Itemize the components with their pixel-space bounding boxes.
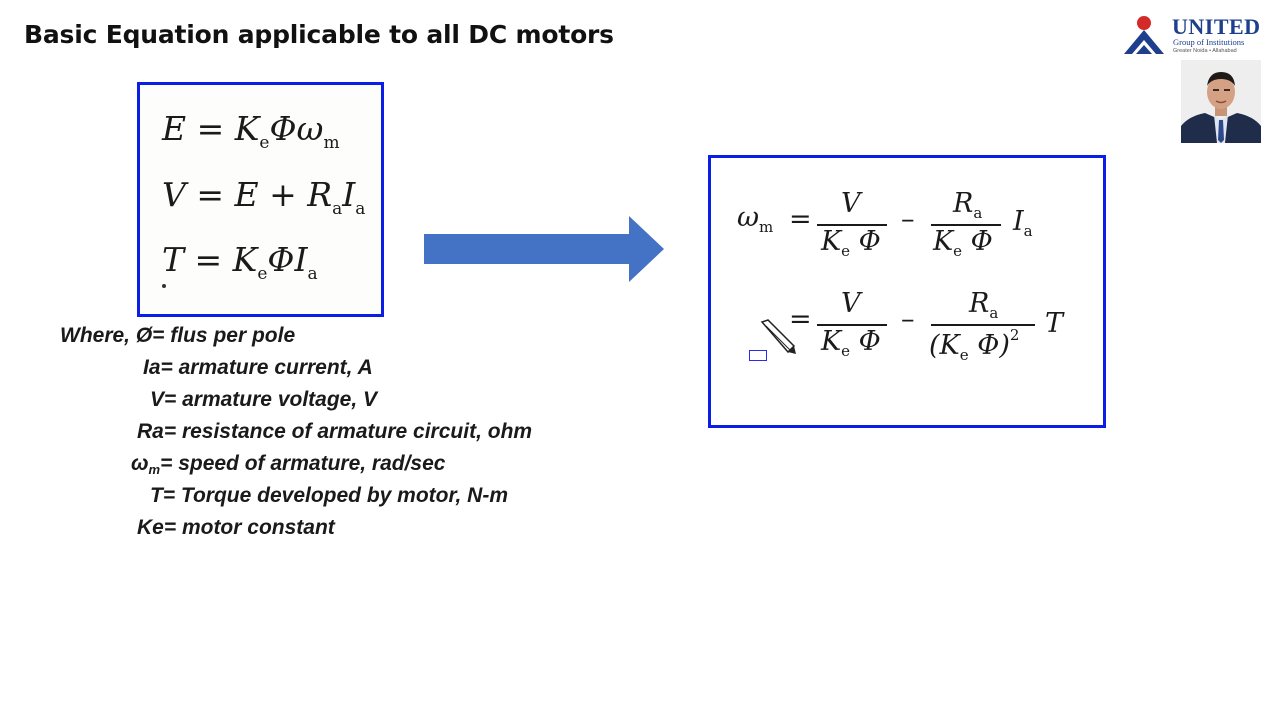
- numerator-ra: Ra: [969, 288, 999, 322]
- def-armature-current: Ia= armature current, A: [143, 356, 373, 379]
- def-armature-voltage: V= armature voltage, V: [150, 388, 378, 411]
- speed-equations-box: ωm = V Ke Φ – Ra Ke Φ Ia = V Ke Φ – Ra (…: [708, 155, 1106, 428]
- equals-sign: =: [789, 204, 812, 235]
- logo-subtitle: Group of Institutions: [1173, 37, 1245, 47]
- stray-dot: [162, 284, 166, 288]
- torque-t: T: [1045, 308, 1064, 339]
- minus-sign: –: [901, 304, 915, 335]
- current-ia: Ia: [1013, 206, 1033, 240]
- presenter-video: [1181, 60, 1261, 143]
- numerator-ra: Ra: [953, 188, 983, 222]
- equals-sign: =: [789, 304, 812, 335]
- slide-title: Basic Equation applicable to all DC moto…: [24, 20, 614, 49]
- minus-sign: –: [901, 204, 915, 235]
- denominator-ke-phi: Ke Φ: [821, 326, 881, 360]
- def-speed: ωm= speed of armature, rad/sec: [131, 452, 446, 477]
- def-torque: T= Torque developed by motor, N-m: [150, 484, 509, 507]
- def-motor-constant: Ke= motor constant: [137, 516, 335, 539]
- def-flux: Where, Ø= flus per pole: [60, 324, 296, 347]
- fraction-bar: [931, 324, 1035, 326]
- denominator-ke-phi: Ke Φ: [933, 226, 993, 260]
- back-emf-equation: E = KeΦωm: [162, 109, 340, 153]
- basic-equations-box: E = KeΦωm V = E + RaIa T = KeΦIa: [137, 82, 384, 317]
- def-armature-resistance: Ra= resistance of armature circuit, ohm: [137, 420, 533, 443]
- pen-cursor-icon: [760, 319, 796, 354]
- presenter-avatar-icon: [1181, 60, 1261, 143]
- denominator-ke-phi: Ke Φ: [821, 226, 881, 260]
- fraction-bar: [931, 224, 1001, 226]
- numerator-v: V: [841, 288, 861, 319]
- numerator-v: V: [841, 188, 861, 219]
- logo-mark-icon: [1124, 16, 1164, 54]
- fraction-bar: [817, 324, 887, 326]
- omega-symbol: ωm: [737, 202, 774, 236]
- logo-name: UNITED: [1172, 14, 1261, 39]
- right-arrow-icon: [424, 216, 664, 282]
- logo-tagline: Greater Noida • Allahabad: [1173, 48, 1237, 54]
- fraction-bar: [817, 224, 887, 226]
- voltage-equation: V = E + RaIa: [162, 175, 366, 219]
- cursor-marker: [749, 350, 767, 361]
- united-logo: UNITED Group of Institutions Greater Noi…: [1120, 12, 1274, 58]
- torque-equation: T = KeΦIa: [162, 240, 318, 284]
- denominator-ke-phi-squared: (Ke Φ)2: [929, 326, 1020, 364]
